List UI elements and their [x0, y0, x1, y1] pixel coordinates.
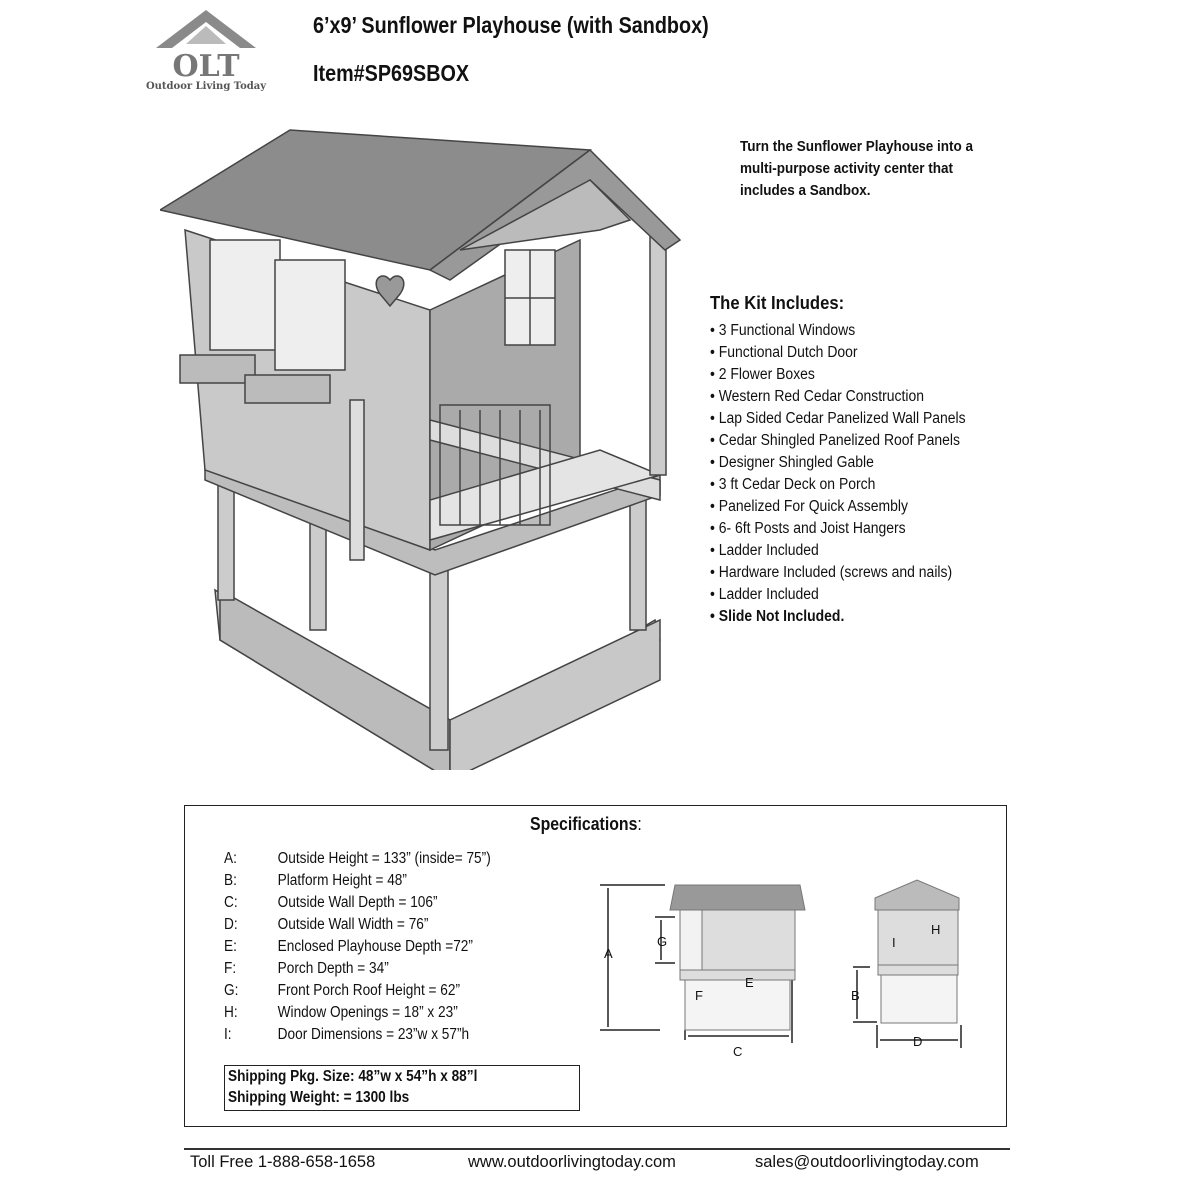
spec-value: Window Openings = 18” x 23” — [277, 1004, 458, 1021]
footer-website[interactable]: www.outdoorlivingtoday.com — [468, 1153, 676, 1171]
spec-value: Front Porch Roof Height = 62” — [277, 982, 461, 999]
spec-value: Porch Depth = 34” — [277, 960, 389, 977]
intro-text: Turn the Sunflower Playhouse into a mult… — [740, 138, 974, 199]
spec-key: H: — [224, 1004, 238, 1021]
spec-value: Outside Wall Depth = 106” — [277, 894, 438, 911]
kit-item: • 3 Functional Windows — [710, 322, 856, 339]
footer-email[interactable]: sales@outdoorlivingtoday.com — [755, 1153, 979, 1171]
olt-logo: OLT Outdoor Living Today — [128, 4, 284, 98]
spec-key: G: — [224, 982, 239, 999]
dim-label-h: H — [931, 922, 940, 937]
kit-item: • Western Red Cedar Construction — [710, 388, 924, 405]
kit-list: • 3 Functional Windows • Functional Dutc… — [710, 320, 966, 628]
kit-item: • Hardware Included (screws and nails) — [710, 564, 953, 581]
spec-key: F: — [224, 960, 237, 977]
dim-label-g: G — [657, 934, 667, 949]
specifications-title: Specifications — [530, 814, 638, 834]
spec-key: C: — [224, 894, 238, 911]
footer-divider — [184, 1148, 1010, 1150]
shipping-box: Shipping Pkg. Size: 48”w x 54”h x 88”l S… — [224, 1065, 580, 1111]
spec-row: F: Porch Depth = 34” — [224, 960, 389, 978]
spec-key: A: — [224, 850, 237, 867]
specifications-box — [184, 805, 1007, 1127]
spec-value: Outside Height = 133” (inside= 75”) — [277, 850, 491, 867]
kit-item: • Designer Shingled Gable — [710, 454, 874, 471]
kit-item: • Ladder Included — [710, 586, 819, 603]
spec-row: H: Window Openings = 18” x 23” — [224, 1004, 458, 1022]
kit-item: • 2 Flower Boxes — [710, 366, 815, 383]
shipping-weight: Shipping Weight: = 1300 lbs — [228, 1089, 410, 1106]
dim-label-c: C — [733, 1044, 742, 1059]
dim-label-b: B — [851, 988, 860, 1003]
page-title: 6’x9’ Sunflower Playhouse (with Sandbox) — [313, 12, 709, 38]
kit-item: • Slide Not Included. — [710, 608, 845, 625]
spec-row: G: Front Porch Roof Height = 62” — [224, 982, 460, 1000]
spec-value: Outside Wall Width = 76” — [277, 916, 429, 933]
spec-value: Platform Height = 48” — [277, 872, 407, 889]
logo-name: Outdoor Living Today — [145, 81, 267, 92]
svg-text:OLT: OLT — [172, 49, 240, 84]
spec-row: B: Platform Height = 48” — [224, 872, 407, 890]
spec-row: I: Door Dimensions = 23”w x 57”h — [224, 1026, 469, 1044]
spec-row: A: Outside Height = 133” (inside= 75”) — [224, 850, 491, 868]
dim-label-f: F — [695, 988, 703, 1003]
spec-row: D: Outside Wall Width = 76” — [224, 916, 428, 934]
kit-item: • 6- 6ft Posts and Joist Hangers — [710, 520, 906, 537]
spec-row: E: Enclosed Playhouse Depth =72” — [224, 938, 473, 956]
kit-item: • Ladder Included — [710, 542, 819, 559]
kit-item: • Lap Sided Cedar Panelized Wall Panels — [710, 410, 966, 427]
kit-item: • Cedar Shingled Panelized Roof Panels — [710, 432, 960, 449]
kit-item: • 3 ft Cedar Deck on Porch — [710, 476, 876, 493]
spec-value: Door Dimensions = 23”w x 57”h — [277, 1026, 470, 1043]
shipping-size: Shipping Pkg. Size: 48”w x 54”h x 88”l — [228, 1068, 478, 1085]
dimension-diagram: A G E F C H I B D — [600, 879, 962, 1059]
playhouse-illustration — [160, 129, 682, 770]
spec-value: Enclosed Playhouse Depth =72” — [277, 938, 473, 955]
specifications-heading: Specifications: — [530, 814, 642, 835]
spec-key: B: — [224, 872, 237, 889]
footer-phone: Toll Free 1-888-658-1658 — [190, 1153, 376, 1171]
dim-label-e: E — [745, 975, 754, 990]
dim-label-a: A — [604, 946, 613, 961]
spec-key: E: — [224, 938, 237, 955]
item-number: Item#SP69SBOX — [313, 60, 470, 86]
spec-row: C: Outside Wall Depth = 106” — [224, 894, 438, 912]
specifications-colon: : — [637, 814, 642, 834]
kit-item: • Panelized For Quick Assembly — [710, 498, 908, 515]
spec-key: I: — [224, 1026, 232, 1043]
dim-label-i: I — [892, 935, 896, 950]
kit-item: • Functional Dutch Door — [710, 344, 858, 361]
spec-key: D: — [224, 916, 238, 933]
kit-heading: The Kit Includes: — [710, 292, 845, 313]
dim-label-d: D — [913, 1034, 922, 1049]
